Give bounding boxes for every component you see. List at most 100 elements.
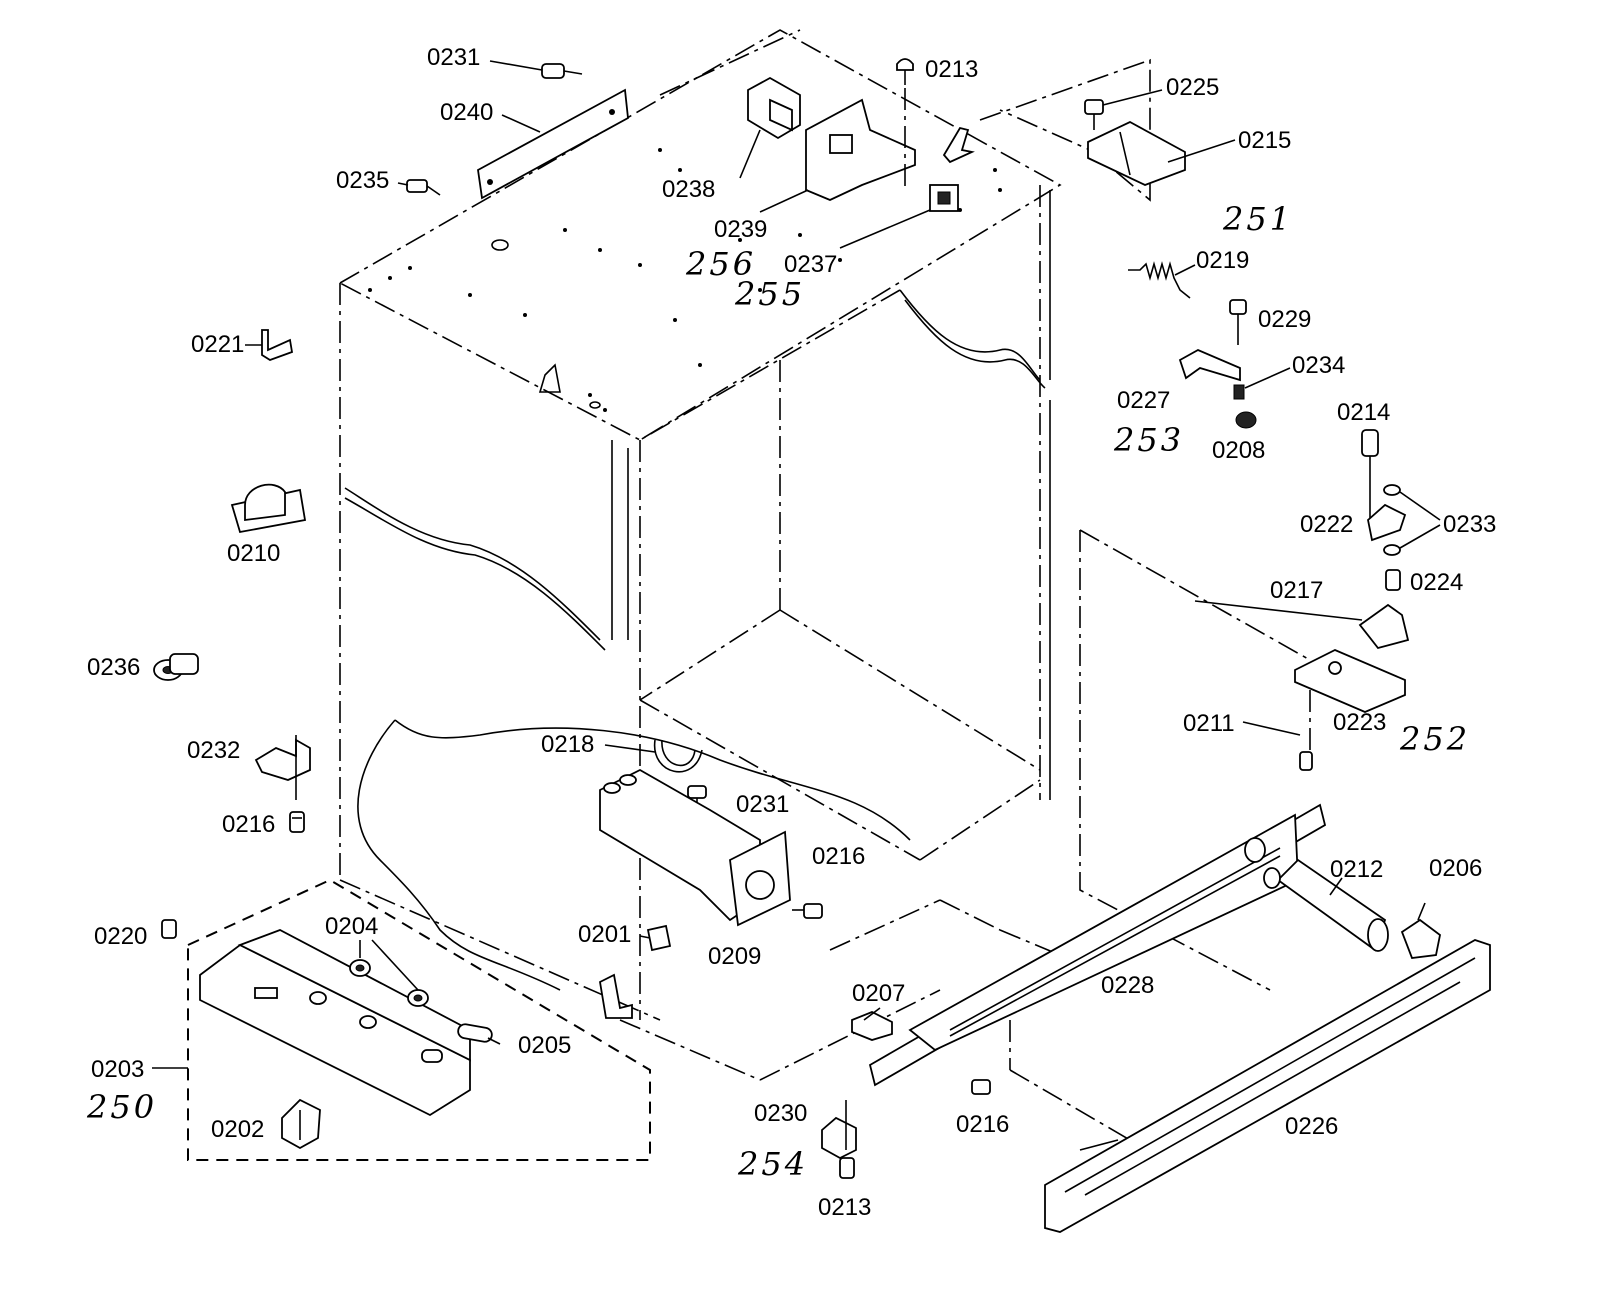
part-0203-control-housing <box>199 929 471 1117</box>
label-0202: 0202 <box>211 1116 264 1143</box>
part-0214-pin <box>1361 429 1379 520</box>
label-0206: 0206 <box>1429 855 1482 882</box>
part-0211-screw <box>1299 751 1313 771</box>
label-0217: 0217 <box>1270 577 1323 604</box>
part-0208-nut <box>1235 411 1257 429</box>
part-0227-bracket <box>1178 348 1241 382</box>
group-label-251: 251 <box>1222 200 1293 238</box>
label-0237: 0237 <box>784 251 837 278</box>
label-0216-center: 0216 <box>812 843 865 870</box>
part-0230-clip <box>821 1100 857 1160</box>
part-0228-grille <box>868 803 1327 1087</box>
cabinet-outline <box>339 29 1311 1141</box>
group-label-250: 250 <box>86 1088 157 1126</box>
label-0218: 0218 <box>541 731 594 758</box>
label-0209: 0209 <box>708 943 761 970</box>
part-0238-relay <box>747 76 801 140</box>
label-0201: 0201 <box>578 921 631 948</box>
part-0220-screw <box>161 919 177 939</box>
label-0231-top: 0231 <box>427 44 480 71</box>
part-number-labels: 0231 0240 0235 0213 0225 0215 0238 0239 … <box>87 44 1496 1221</box>
part-0231-screw-top <box>541 63 583 79</box>
part-0210-clamp <box>230 483 307 534</box>
label-0222: 0222 <box>1300 511 1353 538</box>
part-0223-hinge <box>1294 649 1406 750</box>
part-0206-knob <box>1400 918 1441 959</box>
label-0216-grille: 0216 <box>956 1111 1009 1138</box>
part-0226-toe-kick <box>1044 939 1491 1233</box>
label-0207: 0207 <box>852 980 905 1007</box>
leader-lines <box>152 60 1426 1151</box>
part-0233-washers <box>1383 484 1441 556</box>
label-0213-top: 0213 <box>925 56 978 83</box>
part-0232-clip <box>254 735 311 800</box>
group-label-253: 253 <box>1113 421 1184 459</box>
label-0215: 0215 <box>1238 127 1291 154</box>
part-0216-screw-grille <box>971 1079 991 1095</box>
group-number-labels: 251 256 255 253 252 250 254 <box>86 200 1470 1183</box>
group-label-255: 255 <box>734 275 805 313</box>
part-0229-screw <box>1229 299 1247 345</box>
part-0213-screw-bottom <box>839 1157 855 1179</box>
label-0230: 0230 <box>754 1100 807 1127</box>
label-0212: 0212 <box>1330 856 1383 883</box>
label-0235: 0235 <box>336 167 389 194</box>
part-0209-duct <box>599 768 791 927</box>
part-0222-bracket <box>1367 503 1407 542</box>
label-0226: 0226 <box>1285 1113 1338 1140</box>
bracket-top-corner <box>942 126 975 164</box>
bottom-left-dashed-box <box>187 878 651 1161</box>
label-0220: 0220 <box>94 923 147 950</box>
label-0208: 0208 <box>1212 437 1265 464</box>
label-0228: 0228 <box>1101 972 1154 999</box>
label-0234: 0234 <box>1292 352 1345 379</box>
group-label-252: 252 <box>1399 720 1470 758</box>
label-0219: 0219 <box>1196 247 1249 274</box>
part-0218-clamp <box>654 739 703 773</box>
part-0202-holder <box>281 1098 321 1150</box>
part-0204-knobs <box>349 959 429 1007</box>
part-0225-screw <box>1084 99 1104 130</box>
part-0219-spring <box>1128 261 1191 299</box>
label-0214: 0214 <box>1337 399 1390 426</box>
label-0236: 0236 <box>87 654 140 681</box>
label-0203: 0203 <box>91 1056 144 1083</box>
label-0205: 0205 <box>518 1032 571 1059</box>
part-0221-clip <box>261 329 294 361</box>
part-0213-screw-top <box>896 58 914 190</box>
label-0239: 0239 <box>714 216 767 243</box>
part-0237-switch <box>929 184 959 212</box>
label-0233: 0233 <box>1443 511 1496 538</box>
bracket-center-bottom <box>599 973 633 1019</box>
label-0232: 0232 <box>187 737 240 764</box>
label-0238: 0238 <box>662 176 715 203</box>
part-0207-clip <box>851 1011 893 1041</box>
label-0240: 0240 <box>440 99 493 126</box>
label-0229: 0229 <box>1258 306 1311 333</box>
part-0236-bushing <box>153 653 199 681</box>
label-0216-left: 0216 <box>222 811 275 838</box>
label-0213-bottom: 0213 <box>818 1194 871 1221</box>
part-0216-screw-center <box>792 903 823 919</box>
label-0211: 0211 <box>1183 710 1235 737</box>
part-0216-screw-left <box>289 811 305 833</box>
group-label-256: 256 <box>685 245 756 283</box>
label-0225: 0225 <box>1166 74 1219 101</box>
part-0224-pin <box>1385 569 1401 591</box>
part-0201-clip <box>646 924 672 952</box>
part-0212-filter <box>1263 858 1389 952</box>
label-0210: 0210 <box>227 540 280 567</box>
label-0231-center: 0231 <box>736 791 789 818</box>
label-0204: 0204 <box>325 913 378 940</box>
part-0235-screw <box>406 179 441 196</box>
label-0223: 0223 <box>1333 709 1386 736</box>
group-label-254: 254 <box>737 1145 808 1183</box>
part-0215-hinge-plate <box>1087 120 1186 186</box>
label-0227: 0227 <box>1117 387 1170 414</box>
label-0224: 0224 <box>1410 569 1463 596</box>
part-0205-gasket <box>457 1023 493 1043</box>
part-0239-bracket <box>805 98 916 201</box>
part-0217-hinge-bracket <box>1358 603 1410 650</box>
label-0221: 0221 <box>191 331 244 358</box>
